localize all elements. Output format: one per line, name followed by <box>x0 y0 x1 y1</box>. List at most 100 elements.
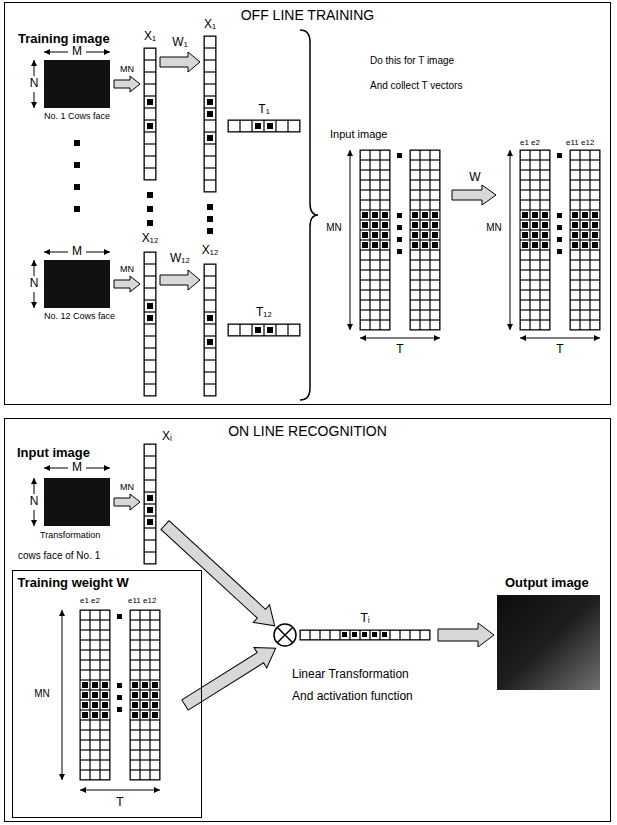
vector-column <box>144 444 156 564</box>
block-arrow <box>114 52 496 715</box>
vector-element <box>147 315 153 321</box>
dimension-label: M <box>72 245 82 259</box>
vector-column <box>204 264 216 396</box>
matrix-filled-cells <box>520 210 550 250</box>
vector-element <box>147 303 153 309</box>
vector-element <box>362 632 367 637</box>
dimension-arrow <box>62 610 63 780</box>
matrix-grid <box>130 610 160 780</box>
vector-label: T₁₂ <box>256 306 272 320</box>
vector-element <box>147 123 153 129</box>
image-caption: cows face of No. 1 <box>18 550 100 562</box>
vector-label: X₁₂ <box>142 232 159 246</box>
dimension-arrow <box>86 468 110 469</box>
dimension-label: M <box>72 461 82 475</box>
ellipsis-dots <box>117 707 122 712</box>
dimension-arrow <box>44 468 68 469</box>
ellipsis-dots <box>117 695 122 700</box>
matrix-filled-cells <box>80 210 600 720</box>
ellipsis-dots <box>74 206 80 212</box>
vector-column <box>228 324 300 336</box>
dimension-arrow <box>350 150 351 330</box>
arrow-label: MN <box>120 64 134 74</box>
vector-element <box>207 339 213 345</box>
ellipsis-dots <box>117 683 122 688</box>
ellipsis-dots <box>207 204 213 210</box>
dimension-label: MN <box>34 688 50 700</box>
block-arrow <box>114 494 140 510</box>
matrix-grid <box>520 150 550 330</box>
matrix-grid <box>410 150 440 330</box>
vector-label: Tᵢ <box>360 612 369 626</box>
vector-label: X₁ <box>144 30 156 44</box>
column-label: e1 e2 <box>520 138 540 147</box>
vector-label: X₁₂ <box>202 244 219 258</box>
dimension-label: T <box>556 343 563 357</box>
vector-element <box>267 123 273 129</box>
dimension-arrow <box>86 252 110 253</box>
ellipsis-dots <box>557 153 562 158</box>
dimension-label: T <box>116 796 123 810</box>
cow-face-image <box>44 60 110 108</box>
column-label: e1 e2 <box>80 596 100 605</box>
vector-column <box>204 36 216 192</box>
weight-label: W <box>469 171 480 185</box>
matrix-grid <box>570 150 600 330</box>
text-row: OFF LINE TRAINING <box>5 3 610 24</box>
multiply-symbol <box>274 624 296 646</box>
panel: ON LINE RECOGNITIONTraining weight W <box>4 418 611 822</box>
ellipsis-dots <box>397 153 402 158</box>
vector-label: Xᵢ <box>162 430 172 444</box>
vector-element <box>382 632 387 637</box>
matrix-filled-cells <box>80 680 110 720</box>
matrix-grid <box>360 150 390 330</box>
cow-face-image <box>44 478 110 526</box>
arrow-label: MN <box>120 264 134 274</box>
curly-brace <box>300 30 318 400</box>
ellipsis-dots <box>74 140 80 146</box>
dimension-arrow <box>80 790 160 791</box>
ellipsis-dots <box>207 228 213 234</box>
multiply-symbol <box>277 627 293 643</box>
ellipsis-dots <box>397 213 402 218</box>
vector-element <box>147 495 153 501</box>
dimension-arrow <box>360 338 440 339</box>
column-label: e11 e12 <box>128 596 156 605</box>
dimension-arrow <box>44 252 68 253</box>
panel-heading: ON LINE RECOGNITION <box>228 423 387 440</box>
image-caption: Training image <box>18 32 110 47</box>
image-caption: No. 12 Cows face <box>44 311 115 321</box>
ellipsis-dots <box>147 192 153 198</box>
note-text: Do this for T image <box>370 55 454 67</box>
image-caption: Input image <box>17 446 90 461</box>
dimension-label: T <box>396 343 403 357</box>
dimension-arrow <box>34 292 35 308</box>
dimension-label: MN <box>326 222 342 234</box>
vector-element <box>352 632 357 637</box>
block-arrow <box>114 76 140 92</box>
ellipsis-dots <box>74 162 80 168</box>
weight-label: W₁ <box>172 36 187 50</box>
vector-column <box>228 120 300 132</box>
dimension-arrow <box>520 338 600 339</box>
panel: OFF LINE TRAINING <box>4 2 611 405</box>
vector-column <box>144 252 156 396</box>
ellipsis-dots <box>397 225 402 230</box>
panel-heading: OFF LINE TRAINING <box>241 7 375 24</box>
column-label: e11 e12 <box>566 138 594 147</box>
ellipsis-dots <box>397 249 402 254</box>
vector-column <box>144 48 156 180</box>
vector-element <box>255 327 261 333</box>
vector-element <box>147 507 153 513</box>
vector-column <box>300 630 430 640</box>
ellipsis-dots <box>117 614 122 619</box>
text-row: ON LINE RECOGNITION <box>5 419 610 440</box>
dimension-arrow <box>34 510 35 526</box>
dimension-label: M <box>72 45 82 59</box>
block-arrow <box>179 638 282 715</box>
weight-label: W₁₂ <box>170 252 190 266</box>
ellipsis-dots <box>147 220 153 226</box>
vector-element <box>147 99 387 637</box>
matrix-filled-cells <box>360 210 390 250</box>
ellipsis-dots <box>557 249 562 254</box>
